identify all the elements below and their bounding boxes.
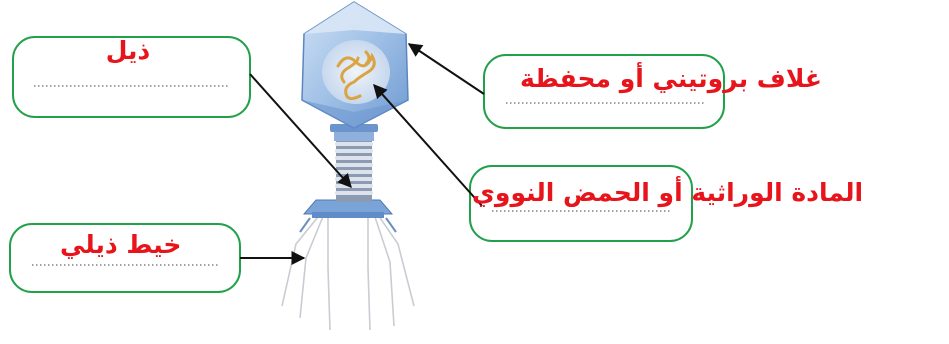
genetic-material-label: المادة الوراثية أو الحمض النووي (472, 178, 863, 208)
tail-label: ذيل (78, 36, 178, 66)
capsid-arrow (409, 44, 484, 94)
base-plate (300, 200, 396, 232)
tail-sheath (335, 140, 373, 202)
capsid-label: غلاف بروتيني أو محفظة (520, 64, 822, 94)
capsid (302, 2, 408, 128)
genetic-material-arrow (374, 85, 482, 206)
tail-fiber-label: خيط ذيلي (60, 230, 181, 260)
